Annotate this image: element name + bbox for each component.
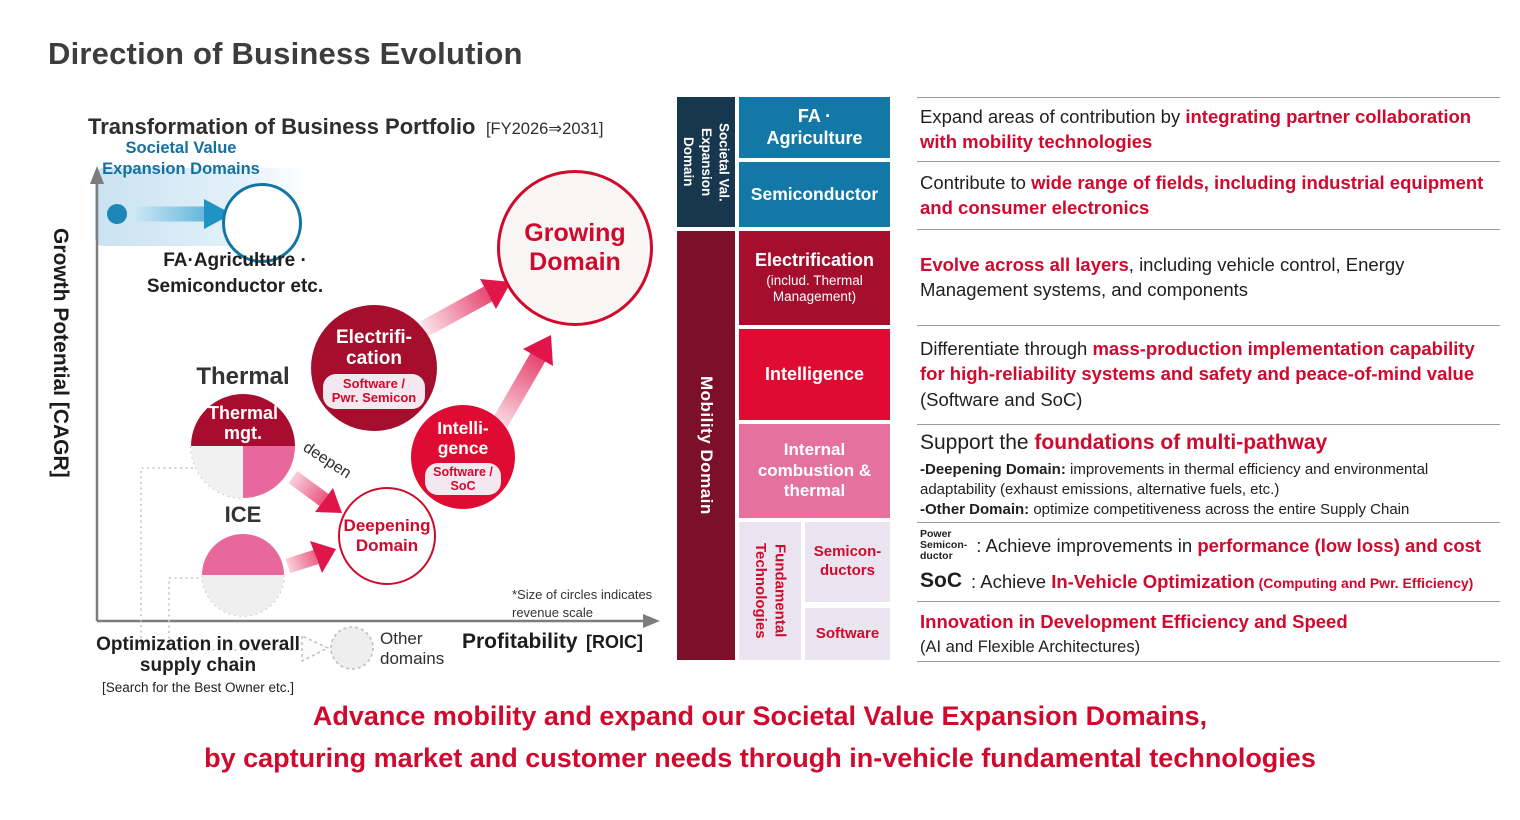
electrification-tag: Software / Pwr. Semicon xyxy=(322,373,426,409)
growth-arrow-electrification-icon xyxy=(419,279,511,337)
intelligence-circle: Intelli- gence Software / SoC xyxy=(411,405,515,509)
separator xyxy=(917,424,1500,425)
ice-label: ICE xyxy=(224,502,262,527)
innovation-title: Innovation in Development Efficiency and… xyxy=(920,611,1348,632)
matrix-fundamental-column: Fundamental Technologies xyxy=(739,522,801,660)
power-semiconductor-text: : Achieve improvements in performance (l… xyxy=(976,534,1482,556)
fa-semiconductor-circle xyxy=(222,183,302,263)
growth-arrow-intelligence-icon xyxy=(489,335,553,433)
supply-chain-note: Optimization in overall supply chain [Se… xyxy=(96,634,300,695)
chart-title: Transformation of Business Portfolio [FY… xyxy=(88,114,603,140)
matrix-electrification-sub: (includ. Thermal Management) xyxy=(766,273,863,305)
footer-slogan-line2: by capturing market and customer needs t… xyxy=(204,742,1316,773)
electrification-label: Electrifi- cation xyxy=(335,327,413,370)
separator xyxy=(917,97,1500,98)
soc-label: SoC xyxy=(920,569,962,593)
separator xyxy=(917,601,1500,602)
matrix-electrification-title: Electrification xyxy=(754,250,875,271)
detail-row-semiconductor: Contribute to wide range of fields, incl… xyxy=(920,172,1484,219)
deepening-domain-circle: Deepening Domain xyxy=(338,487,436,585)
detail-row-electrification: Evolve across all layers, including vehi… xyxy=(920,254,1405,301)
detail-row-fa-agriculture: Expand areas of contribution by integrat… xyxy=(920,106,1472,153)
deepening-domain-item: -Deepening Domain: improvements in therm… xyxy=(920,461,1429,499)
chart-title-period: [FY2026⇒2031] xyxy=(485,120,604,138)
societal-group-column: Societal Val. Expansion Domain xyxy=(677,97,735,227)
supply-chain-sub: [Search for the Best Owner etc.] xyxy=(101,679,295,695)
multipathway-title: Support the foundations of multi-pathway xyxy=(920,431,1328,454)
x-axis-label-main: Profitability xyxy=(462,630,578,653)
separator xyxy=(917,661,1500,662)
fa-semiconductor-label: FA·Agriculture · Semiconductor etc. xyxy=(146,250,324,298)
power-semiconductor-line: Power Semicon- ductor : Achieve improvem… xyxy=(920,528,1498,563)
size-note: *Size of circles indicates revenue scale xyxy=(512,587,653,620)
footer-slogan-line1: Advance mobility and expand our Societal… xyxy=(312,701,1208,731)
chart-title-main: Transformation of Business Portfolio xyxy=(88,114,476,139)
matrix-cell-software: Software xyxy=(805,608,890,660)
other-domains-circle xyxy=(330,626,374,670)
matrix-cell-fa-agriculture: FA · Agriculture xyxy=(739,97,890,158)
deepen-label: deepen xyxy=(299,438,354,483)
intelligence-label: Intelli- gence xyxy=(437,418,489,458)
matrix-cell-semiconductors: Semicon- ductors xyxy=(805,522,890,602)
separator xyxy=(917,522,1500,523)
y-axis-label: Growth Potential [CAGR] xyxy=(49,228,72,478)
x-axis-label: Profitability [ROIC] xyxy=(462,630,643,654)
matrix-cell-semiconductor: Semiconductor xyxy=(739,162,890,227)
electrification-circle: Electrifi- cation Software / Pwr. Semico… xyxy=(311,305,437,431)
separator xyxy=(917,229,1500,230)
supply-chain-title: Optimization in overall supply chain xyxy=(96,634,300,677)
matrix-cell-intelligence: Intelligence xyxy=(739,329,890,420)
mobility-group-column: Mobility Domain xyxy=(677,231,735,660)
footer-slogan: Advance mobility and expand our Societal… xyxy=(0,696,1520,780)
detail-row-software: Innovation in Development Efficiency and… xyxy=(920,610,1498,659)
page-title: Direction of Business Evolution xyxy=(48,36,523,71)
other-domain-item: -Other Domain: optimize competitiveness … xyxy=(920,500,1410,518)
start-dot-icon xyxy=(107,204,127,224)
detail-row-intelligence: Differentiate through mass-production im… xyxy=(920,338,1475,410)
detail-row-fundamental: Power Semicon- ductor : Achieve improvem… xyxy=(920,528,1498,596)
ice-pie xyxy=(202,534,284,616)
soc-line: SoC : Achieve In-Vehicle Optimization (C… xyxy=(920,567,1498,596)
detail-row-multipathway: Support the foundations of multi-pathway… xyxy=(920,430,1498,520)
deepen-arrow-ice-icon xyxy=(285,541,336,574)
matrix-cell-electrification: Electrification (includ. Thermal Managem… xyxy=(739,231,890,325)
power-semiconductor-label: Power Semicon- ductor xyxy=(920,528,968,563)
separator xyxy=(917,161,1500,162)
matrix-cell-internal-combustion: Internal combustion & thermal xyxy=(739,424,890,518)
thermal-group-label: Thermal xyxy=(196,363,290,390)
x-axis-label-suffix: [ROIC] xyxy=(585,632,643,652)
soc-text: : Achieve In-Vehicle Optimization (Compu… xyxy=(971,570,1474,592)
deepen-arrow-thermal-icon xyxy=(288,470,342,513)
growing-domain-circle: Growing Domain xyxy=(497,170,653,326)
other-domains-label: Other domains xyxy=(380,629,445,669)
societal-value-band-label: Societal Value Expansion Domains xyxy=(102,139,260,179)
intelligence-tag: Software / SoC xyxy=(425,462,501,495)
separator xyxy=(917,325,1500,326)
dashed-arrow-icon xyxy=(301,635,329,662)
thermal-mgt-pie: Thermal mgt. xyxy=(191,394,295,498)
multipathway-items: -Deepening Domain: improvements in therm… xyxy=(920,460,1498,519)
thermal-mgt-label: Thermal mgt. xyxy=(207,403,279,444)
innovation-sub: (AI and Flexible Architectures) xyxy=(920,638,1141,657)
